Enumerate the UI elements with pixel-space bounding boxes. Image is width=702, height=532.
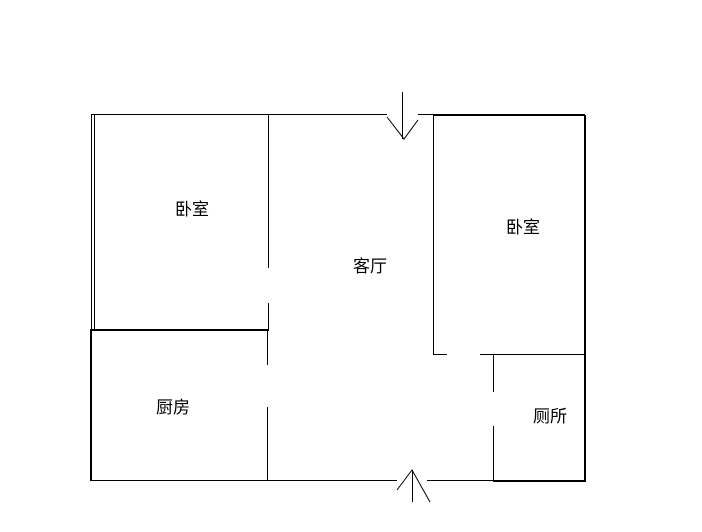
bedroom-right-walls — [433, 114, 586, 481]
interior-walls-left — [91, 114, 269, 480]
room-label-bedroom-left: 卧室 — [175, 200, 209, 220]
arrow-down-icon — [386, 92, 419, 140]
arrow-up-icon — [396, 469, 431, 503]
room-label-toilet: 厕所 — [533, 407, 567, 427]
room-label-kitchen: 厨房 — [156, 398, 190, 418]
room-label-living-room: 客厅 — [353, 257, 387, 277]
toilet-walls — [493, 354, 586, 482]
outer-walls — [90, 114, 493, 481]
room-label-bedroom-right: 卧室 — [506, 218, 540, 238]
